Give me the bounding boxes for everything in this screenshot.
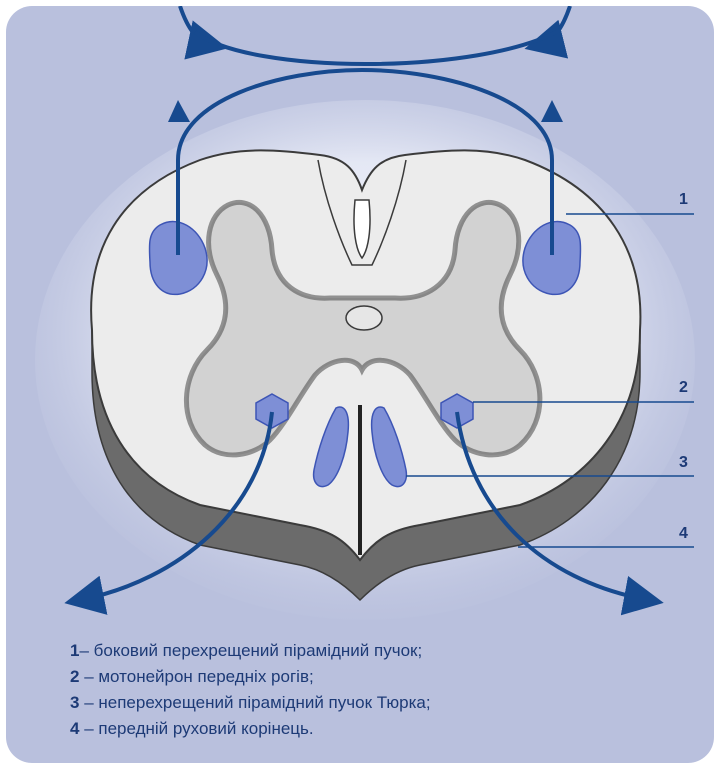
legend-item-3: 3 – неперехрещений пірамідний пучок Тюрк… [70, 690, 630, 716]
callout-number-1: 1 [679, 191, 688, 208]
legend-text: – боковий перехрещений пірамідний пучок; [79, 641, 422, 660]
legend: 1– боковий перехрещений пірамідний пучок… [70, 638, 630, 742]
legend-text: – неперехрещений пірамідний пучок Тюрка; [79, 693, 430, 712]
legend-item-1: 1– боковий перехрещений пірамідний пучок… [70, 638, 630, 664]
crossing-arrowhead-right [541, 100, 563, 122]
callout-number-3: 3 [679, 454, 688, 471]
legend-item-2: 2 – мотонейрон передніх рогів; [70, 664, 630, 690]
crossing-arrowhead-left [168, 100, 190, 122]
legend-item-4: 4 – передній руховий корінець. [70, 716, 630, 742]
diagram-panel: 1 2 3 4 1– боковий перехрещений пірамідн… [6, 6, 714, 763]
legend-text: – передній руховий корінець. [79, 719, 313, 738]
central-canal [346, 306, 382, 330]
legend-text: – мотонейрон передніх рогів; [79, 667, 313, 686]
callout-number-4: 4 [679, 525, 688, 542]
crossing-arc-upper [195, 30, 560, 64]
callout-number-2: 2 [679, 379, 688, 396]
